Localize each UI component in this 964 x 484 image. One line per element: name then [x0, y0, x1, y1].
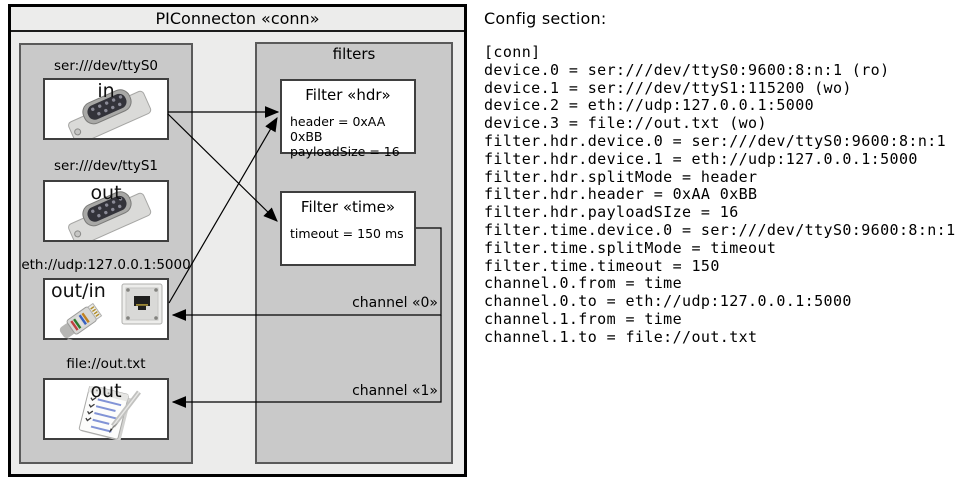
device-box-ttys1: out	[43, 180, 169, 242]
ethernet-jack-icon	[121, 283, 163, 325]
diagram-title: PIConnecton «conn»	[155, 9, 320, 28]
filter-hdr-title: Filter «hdr»	[305, 86, 391, 104]
filter-time-title: Filter «time»	[300, 198, 396, 216]
device-port-label: in	[97, 80, 115, 102]
filter-hdr-box: Filter «hdr» header = 0xAA 0xBB payloadS…	[280, 79, 416, 159]
device-url-label-eth: eth://udp:127.0.0.1:5000	[21, 257, 191, 273]
serial-connector-icon	[68, 191, 152, 240]
device-box-ttys0: in	[43, 78, 169, 140]
filters-panel-title: filters	[332, 45, 376, 63]
filter-time-params: timeout = 150 ms	[290, 226, 404, 241]
channel-0-label: channel «0»	[352, 295, 438, 311]
device-port-label: out	[90, 380, 122, 402]
device-url-label-ttys0: ser:///dev/ttyS0	[54, 58, 158, 74]
device-box-file: out	[43, 378, 169, 440]
device-port-label: out/in	[51, 280, 106, 302]
filter-time-box: Filter «time» timeout = 150 ms	[280, 191, 416, 266]
device-port-label: out	[90, 182, 122, 204]
serial-connector-icon	[68, 89, 152, 138]
filter-hdr-params: header = 0xAA 0xBB payloadSize = 16	[290, 114, 400, 159]
device-url-label-ttys1: ser:///dev/ttyS1	[54, 158, 158, 174]
config-heading: Config section:	[484, 9, 607, 28]
title-separator	[11, 30, 464, 32]
device-url-label-file: file://out.txt	[66, 356, 146, 372]
notepad-pen-icon	[78, 386, 141, 440]
ethernet-plug-icon	[59, 302, 103, 340]
config-text: [conn] device.0 = ser:///dev/ttyS0:9600:…	[484, 43, 956, 346]
device-box-eth: out/in	[43, 278, 169, 340]
channel-1-label: channel «1»	[352, 383, 438, 399]
